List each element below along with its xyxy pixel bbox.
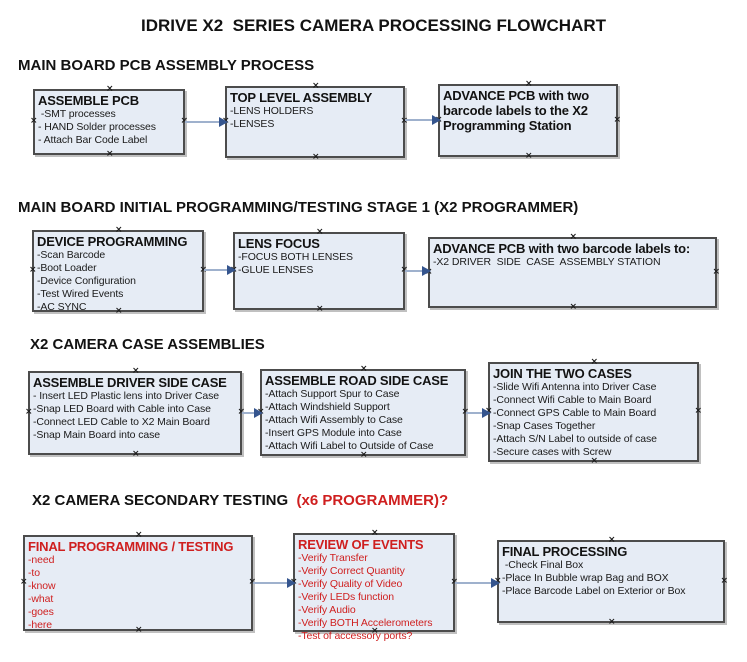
connector-handle-icon: × — [525, 151, 533, 161]
box-item: -Insert GPS Module into Case — [265, 427, 402, 439]
section-heading-case-assemblies: X2 CAMERA CASE ASSEMBLIES — [30, 336, 265, 353]
box-item: -GLUE LENSES — [238, 264, 314, 276]
flow-box-review-of-events[interactable]: REVIEW OF EVENTS -Verify Transfer -Verif… — [290, 529, 458, 643]
flow-box-join-the-two-cases[interactable]: JOIN THE TWO CASES -Slide Wifi Antenna i… — [485, 358, 702, 466]
flow-box-advance-pcb-driver-side[interactable]: ADVANCE PCB with two barcode labels to: … — [425, 233, 720, 312]
section-heading-pcb-assembly: MAIN BOARD PCB ASSEMBLY PROCESS — [18, 57, 315, 74]
box-item: -what — [28, 593, 54, 605]
flow-box-assemble-pcb[interactable]: ASSEMBLE PCB -SMT processes - HAND Solde… — [30, 85, 188, 159]
box-item: -Attach Windshield Support — [265, 401, 390, 413]
flow-box-final-programming-testing[interactable]: FINAL PROGRAMMING / TESTING -need -to -k… — [20, 531, 256, 635]
box-title: TOP LEVEL ASSEMBLY — [230, 90, 373, 105]
section-heading-secondary-testing: X2 CAMERA SECONDARY TESTING (x6 PROGRAMM… — [32, 492, 448, 509]
box-item: -Connect Wifi Cable to Main Board — [493, 394, 652, 406]
connector-handle-icon: × — [25, 407, 33, 417]
box-item: -Snap Main Board into case — [33, 429, 160, 441]
box-title: FINAL PROCESSING — [502, 544, 628, 559]
flow-box-advance-pcb-programming-station[interactable]: ADVANCE PCB with two barcode labels to t… — [435, 80, 621, 161]
connector-handle-icon: × — [20, 577, 28, 587]
flow-box-assemble-road-side-case[interactable]: ASSEMBLE ROAD SIDE CASE -Attach Support … — [257, 365, 469, 460]
box-item: -Snap Cases Together — [493, 420, 596, 432]
box-title: ASSEMBLE ROAD SIDE CASE — [265, 373, 449, 388]
box-item: -SMT processes — [38, 108, 116, 120]
box-title: LENS FOCUS — [238, 236, 320, 251]
box-item: -Secure cases with Screw — [493, 446, 612, 458]
connector-handle-icon: × — [316, 304, 324, 314]
flow-box-lens-focus[interactable]: LENS FOCUS -FOCUS BOTH LENSES -GLUE LENS… — [230, 228, 408, 314]
flow-box-top-level-assembly[interactable]: TOP LEVEL ASSEMBLY -LENS HOLDERS -LENSES… — [222, 82, 408, 162]
box-title: ADVANCE PCB with two barcode labels to: — [433, 241, 691, 256]
box-item: -LENS HOLDERS — [230, 105, 314, 117]
flow-arrow[interactable] — [466, 408, 491, 418]
box-item: -Verify Correct Quantity — [298, 565, 405, 577]
box-title: REVIEW OF EVENTS — [298, 537, 424, 552]
connector-handle-icon: × — [29, 265, 37, 275]
box-item: -goes — [28, 606, 54, 618]
box-title: ASSEMBLE DRIVER SIDE CASE — [33, 375, 227, 390]
box-item: -Test of accessory ports? — [298, 630, 413, 642]
box-item: -Attach Support Spur to Case — [265, 388, 400, 400]
box-title: ASSEMBLE PCB — [38, 93, 139, 108]
connector-handle-icon: × — [613, 114, 621, 125]
flow-arrow[interactable] — [242, 408, 263, 418]
connector-handle-icon: × — [312, 152, 320, 162]
box-item: -Verify Audio — [298, 604, 356, 616]
box-item: -Test Wired Events — [37, 288, 124, 300]
connector-handle-icon: × — [720, 575, 728, 586]
box-item: -LENSES — [230, 118, 275, 130]
flow-arrow[interactable] — [455, 578, 500, 588]
connector-handle-icon: × — [132, 449, 140, 459]
box-item: -Scan Barcode — [37, 249, 106, 261]
connector-handle-icon: × — [106, 149, 114, 159]
box-item: -FOCUS BOTH LENSES — [238, 251, 353, 263]
box-item: - Attach Bar Code Label — [38, 134, 148, 146]
heading-red-part: (x6 PROGRAMMER)? — [296, 492, 449, 509]
connector-handle-icon: × — [712, 266, 720, 277]
connector-handle-icon: × — [608, 617, 616, 627]
box-title: JOIN THE TWO CASES — [493, 366, 632, 381]
flow-box-final-processing[interactable]: FINAL PROCESSING -Check Final Box -Place… — [494, 536, 728, 627]
flow-box-assemble-driver-side-case[interactable]: ASSEMBLE DRIVER SIDE CASE - Insert LED P… — [25, 367, 245, 459]
box-title: ADVANCE PCB with two barcode labels to t… — [443, 88, 589, 133]
box-item: -Connect GPS Cable to Main Board — [493, 407, 657, 419]
box-item: -Verify BOTH Accelerometers — [298, 617, 433, 629]
box-item: -Verify Quality of Video — [298, 578, 403, 590]
box-item: -Snap LED Board with Cable into Case — [33, 403, 211, 415]
box-item: -Place In Bubble wrap Bag and BOX — [502, 572, 669, 584]
page-title: IDRIVE X2 SERIES CAMERA PROCESSING FLOWC… — [140, 16, 607, 35]
flow-arrow[interactable] — [253, 578, 296, 588]
box-item: -X2 DRIVER SIDE CASE ASSEMBLY STATION — [433, 256, 661, 268]
box-item: - HAND Solder processes — [38, 121, 156, 133]
box-item: -Verify Transfer — [298, 552, 368, 564]
connector-handle-icon: × — [694, 406, 702, 416]
box-title: FINAL PROGRAMMING / TESTING — [28, 539, 234, 554]
box-item: -Connect LED Cable to X2 Main Board — [33, 416, 210, 428]
box-item: -Attach S/N Label to outside of case — [493, 433, 657, 445]
box-item: - Insert LED Plastic lens into Driver Ca… — [33, 390, 220, 402]
flow-box-device-programming[interactable]: DEVICE PROGRAMMING -Scan Barcode -Boot L… — [29, 226, 207, 316]
box-item: -Attach Wifi Assembly to Case — [265, 414, 403, 426]
box-item: -Place Barcode Label on Exterior or Box — [502, 585, 686, 597]
connector-handle-icon: × — [30, 116, 38, 126]
box-title: DEVICE PROGRAMMING — [37, 234, 188, 249]
box-item: -AC SYNC — [37, 301, 87, 313]
connector-handle-icon: × — [569, 302, 578, 312]
heading-black-part: X2 CAMERA SECONDARY TESTING — [32, 492, 297, 509]
box-item: -here — [28, 619, 53, 631]
box-item: -Slide Wifi Antenna into Driver Case — [493, 381, 657, 393]
box-item: -to — [28, 567, 40, 579]
box-item: -Boot Loader — [37, 262, 97, 274]
flow-arrow[interactable] — [185, 117, 228, 127]
box-item: -Check Final Box — [502, 559, 584, 571]
box-item: -need — [28, 554, 55, 566]
flow-arrow[interactable] — [405, 266, 431, 276]
flow-arrow[interactable] — [405, 115, 441, 125]
section-heading-initial-programming: MAIN BOARD INITIAL PROGRAMMING/TESTING S… — [18, 199, 579, 216]
box-item: -Attach Wifi Label to Outside of Case — [265, 440, 434, 452]
box-item: -Verify LEDs function — [298, 591, 394, 603]
box-item: -Device Configuration — [37, 275, 136, 287]
flow-arrow[interactable] — [204, 265, 236, 275]
box-item: -know — [28, 580, 56, 592]
